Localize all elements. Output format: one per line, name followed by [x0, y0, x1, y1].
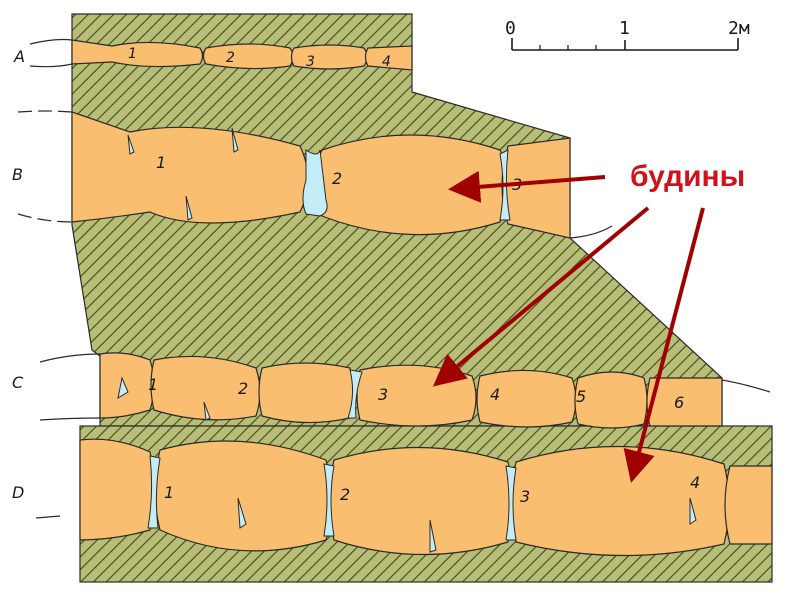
- annotation-arrows: [432, 170, 705, 483]
- layer-b: [71, 111, 571, 239]
- boudin-c3a: [258, 362, 354, 424]
- boudin-a4: [364, 45, 413, 71]
- arrow-to-c: [432, 206, 650, 387]
- boudin-d4: [724, 465, 773, 545]
- scale-tick-label: 0: [505, 18, 516, 39]
- boudin-a1: [71, 39, 204, 68]
- layer-b-trace-left: [17, 110, 73, 223]
- annotation-label: будины: [630, 160, 745, 193]
- boudin-num: 2: [226, 50, 235, 66]
- boudin-c2: [150, 355, 261, 421]
- boudin-c3: [356, 364, 477, 427]
- vein-c3: [347, 369, 363, 419]
- boudin-num: 1: [164, 483, 174, 502]
- layer-d: [79, 438, 773, 557]
- boudin-num: 2: [332, 169, 342, 188]
- boudin-d3: [510, 445, 730, 557]
- layer-a: [71, 39, 413, 71]
- boudin-num: 4: [490, 385, 500, 404]
- layer-a-trace-left: [29, 38, 73, 68]
- boudin-a2: [202, 43, 294, 70]
- boudin-num: 1: [128, 46, 137, 62]
- arrow-to-b: [448, 170, 606, 203]
- vein-d1: [147, 455, 161, 529]
- boudin-num: 1: [156, 153, 166, 172]
- boudin-d2: [328, 446, 514, 556]
- boudin-d1: [154, 440, 333, 552]
- boudin-c5: [574, 371, 648, 429]
- layer-b-trace-right: [569, 225, 613, 239]
- layer-label-a: A: [13, 47, 25, 66]
- boudin-c6: [646, 377, 723, 427]
- boudin-num: 6: [674, 393, 684, 412]
- boudin-num: 3: [520, 487, 530, 506]
- boudin-num: 5: [576, 387, 586, 406]
- layer-label-d: D: [12, 483, 24, 502]
- fractures: [117, 127, 697, 553]
- vein-d2: [323, 463, 335, 537]
- boudin-num: 2: [238, 379, 248, 398]
- boudin-c4: [476, 369, 577, 428]
- layer-c-trace-right: [721, 379, 771, 393]
- vein-d3: [505, 465, 517, 541]
- layer-c-trace-left: [39, 353, 101, 421]
- scale-tick-label: 2м: [728, 18, 750, 39]
- layer-label-b: B: [12, 165, 23, 184]
- arrow-to-d: [623, 207, 705, 483]
- boudin-num: 4: [382, 54, 391, 70]
- scale-bar: 0 1 2м: [505, 18, 750, 51]
- layer-d-trace-left: [35, 515, 61, 519]
- boudin-num: 2: [340, 485, 350, 504]
- boudin-c1: [99, 352, 155, 419]
- boudin-num: 4: [690, 473, 700, 492]
- layer-labels: A B C D: [12, 47, 25, 502]
- boudin-num: 1: [148, 375, 158, 394]
- boudin-numbers: 1 2 3 4 1 2 3 1 2 3 4 5 6 1 2 3 4: [128, 46, 700, 506]
- scale-tick-label: 1: [619, 18, 630, 39]
- boudin-a3: [290, 44, 368, 70]
- boudin-num: 3: [378, 385, 388, 404]
- boudin-num: 3: [306, 54, 315, 70]
- layer-label-c: C: [12, 373, 24, 392]
- boudin-d0: [79, 438, 156, 541]
- vein-b12: [302, 149, 328, 217]
- boudin-b1: [71, 111, 309, 224]
